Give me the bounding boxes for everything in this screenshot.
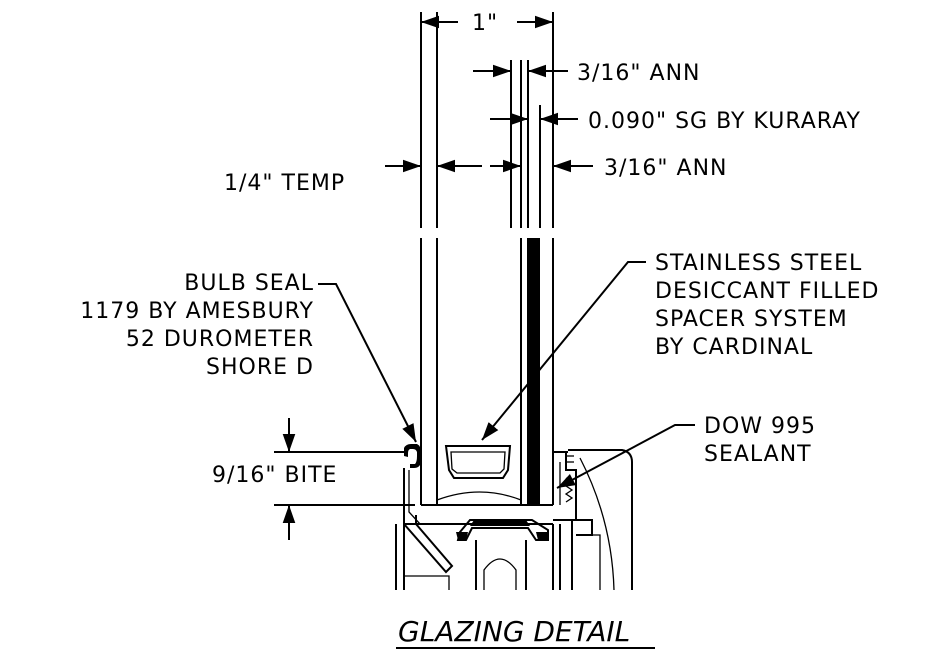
outer-lite-label: 3/16" ANN	[577, 61, 700, 86]
glass-lites-upper	[420, 12, 554, 228]
bulb-seal-note-4: SHORE D	[206, 355, 314, 380]
left-lite-label: 1/4" TEMP	[224, 171, 345, 196]
spacer-note-1: STAINLESS STEEL	[655, 251, 862, 276]
frame-section	[395, 449, 633, 591]
sealant-note-1: DOW 995	[704, 414, 816, 439]
spacer-note-2: DESICCANT FILLED	[655, 279, 879, 304]
primary-sealant	[436, 491, 522, 501]
bulb-seal	[404, 444, 421, 468]
bulb-seal-note-3: 52 DUROMETER	[126, 327, 314, 352]
bulb-seal-leader	[318, 283, 417, 443]
inner-lite-label: 3/16" ANN	[604, 156, 727, 181]
interlayer-label: 0.090" SG BY KURARAY	[588, 109, 861, 134]
interlayer-fill	[527, 238, 540, 505]
spacer-profile	[444, 445, 512, 479]
glass-lites-lower	[420, 238, 554, 506]
sealant-leader	[556, 424, 695, 489]
spacer-leader	[481, 261, 646, 441]
spacer-note-3: SPACER SYSTEM	[655, 307, 848, 332]
spacer-note-4: BY CARDINAL	[655, 335, 813, 360]
sealant-note-2: SEALANT	[704, 442, 812, 467]
bulb-seal-note-2: 1179 BY AMESBURY	[80, 299, 314, 324]
bite-dimension	[274, 418, 415, 540]
dimension-overall-label: 1"	[472, 11, 498, 36]
bite-label: 9/16" BITE	[212, 463, 337, 488]
bulb-seal-note-1: BULB SEAL	[184, 271, 314, 296]
drawing-title: GLAZING DETAIL	[398, 615, 630, 648]
